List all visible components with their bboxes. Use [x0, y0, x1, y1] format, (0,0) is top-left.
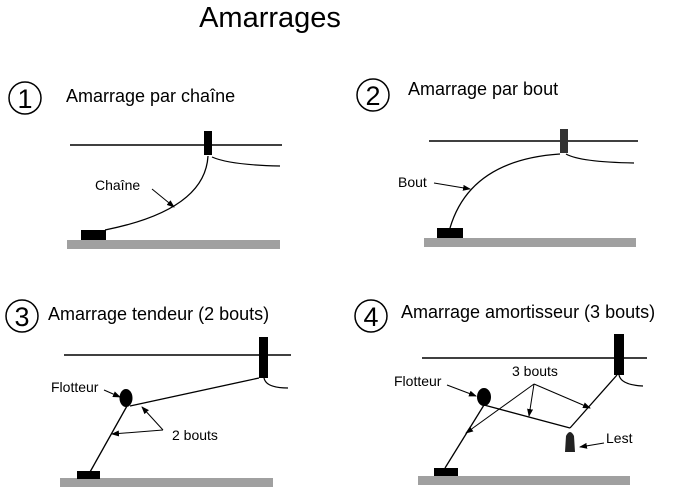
panel-heading: Amarrage amortisseur (3 bouts): [401, 302, 655, 322]
chain-pointer: [151, 188, 175, 208]
panel-number: 1: [17, 84, 32, 114]
panel-number-circle: [354, 299, 388, 333]
buoy: [614, 334, 624, 375]
ropes-pointer-anchor: [465, 383, 535, 434]
float-pointer: [103, 389, 121, 398]
boat-line: [565, 153, 635, 164]
seabed: [424, 238, 636, 247]
panel-chain-mooring: 1 Amarrage par chaîne Chaîne: [8, 81, 282, 249]
lower-rope: [89, 405, 128, 473]
panel-heading: Amarrage par bout: [408, 79, 558, 99]
float-label: Flotteur: [51, 379, 99, 395]
ropes-pointer-float: [527, 383, 535, 417]
panel-heading: Amarrage tendeur (2 bouts): [48, 304, 269, 324]
seabed: [60, 478, 273, 487]
rope-pointer: [433, 182, 471, 191]
ropes-pointer-upper: [141, 406, 164, 431]
ropes-pointer-lower: [111, 429, 164, 437]
buoy: [259, 337, 268, 378]
panel-number: 4: [363, 302, 378, 332]
panel-number-circle: [8, 81, 42, 115]
page-title: Amarrages: [199, 2, 341, 34]
weight-label: Lest: [606, 430, 633, 446]
panel-number-circle: [356, 78, 390, 112]
float-pointer: [446, 384, 477, 397]
anchor-block: [437, 228, 463, 238]
anchor-block: [77, 471, 100, 479]
panel-heading: Amarrage par chaîne: [66, 86, 235, 106]
chain-line: [104, 155, 209, 231]
weight-pointer: [579, 442, 605, 449]
panel-number: 3: [14, 302, 29, 332]
rope-label: Bout: [398, 174, 427, 190]
float: [119, 389, 133, 407]
buoy: [560, 129, 568, 153]
seabed: [67, 240, 280, 249]
buoy-rope: [569, 374, 618, 429]
panel-rope-mooring: 2 Amarrage par bout Bout: [356, 78, 638, 247]
seabed: [418, 476, 630, 485]
ropes-pointer-buoy: [533, 383, 591, 409]
float: [477, 388, 491, 406]
buoy: [204, 131, 212, 155]
float-label: Flotteur: [394, 373, 442, 389]
boat-line: [211, 156, 281, 167]
weight: [565, 432, 575, 452]
anchor-rope: [444, 404, 485, 469]
boat-line: [263, 377, 289, 389]
chain-label: Chaîne: [95, 177, 140, 193]
anchor-block: [81, 230, 106, 240]
panel-tension-mooring: 3 Amarrage tendeur (2 bouts) Flotteur 2 …: [5, 299, 291, 487]
ropes-label: 2 bouts: [172, 427, 218, 443]
upper-rope: [129, 377, 260, 407]
float-rope: [483, 404, 571, 429]
panel-number: 2: [365, 81, 380, 111]
panel-damping-mooring: 4 Amarrage amortisseur (3 bouts) Flotteu…: [354, 299, 655, 485]
panel-number-circle: [5, 299, 39, 333]
anchor-block: [434, 468, 458, 476]
ropes-label: 3 bouts: [512, 363, 558, 379]
boat-line: [618, 374, 644, 387]
rope-line: [449, 153, 561, 229]
